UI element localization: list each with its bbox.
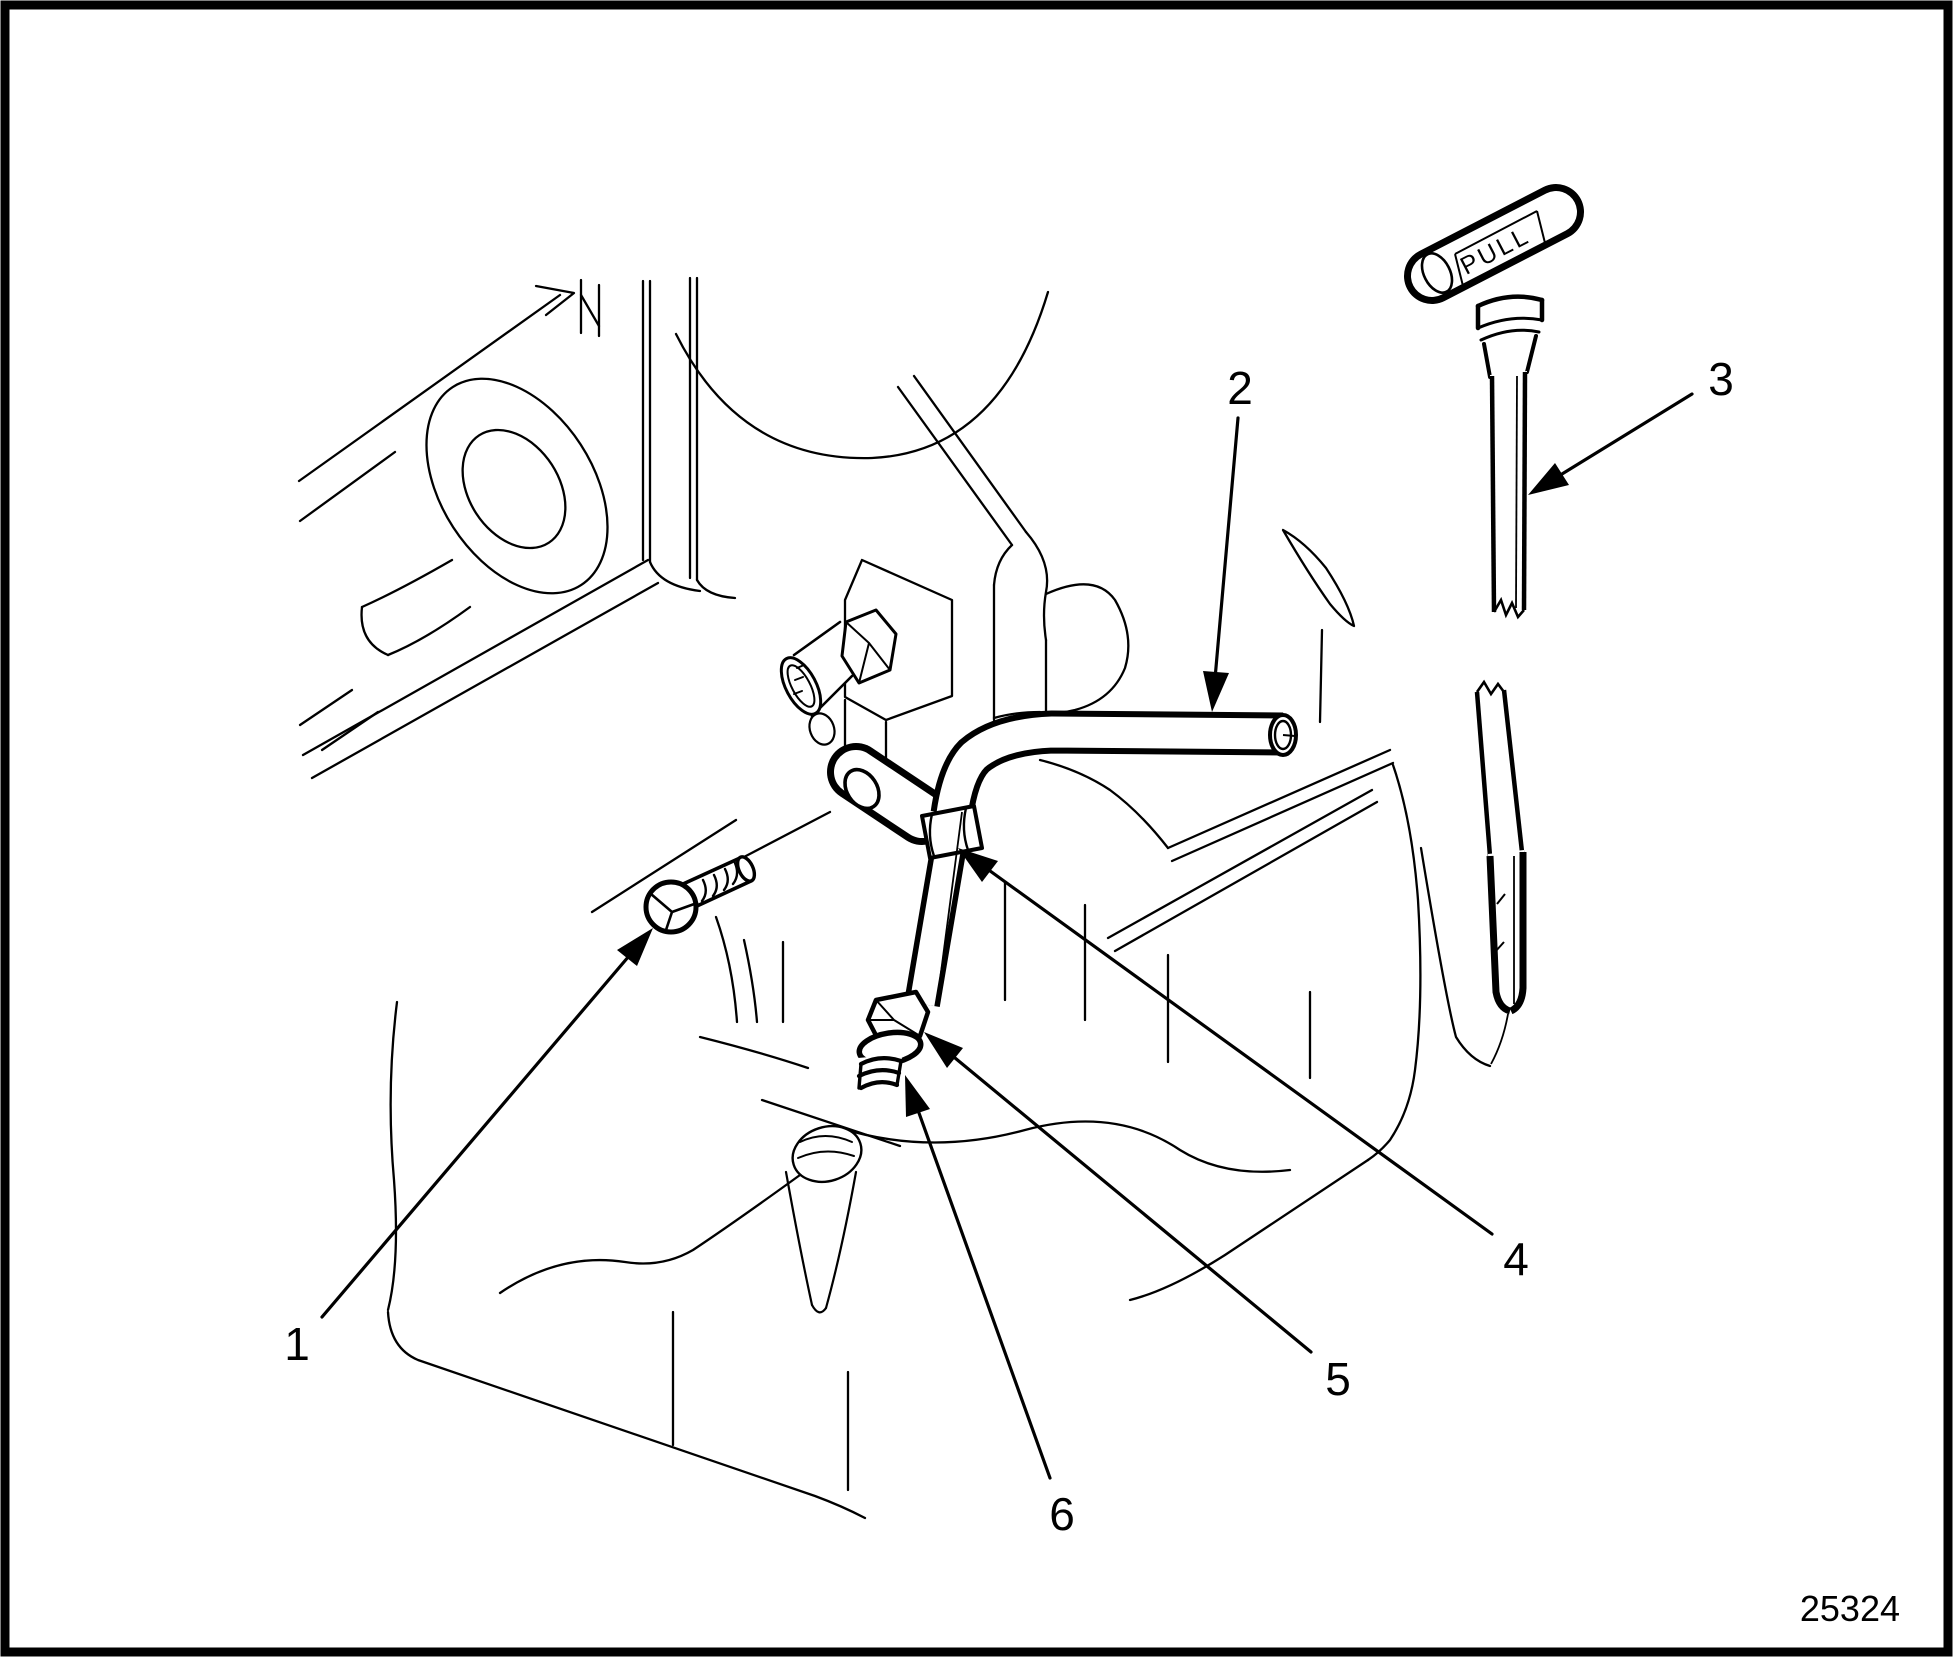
callout-2-leader bbox=[1212, 416, 1240, 692]
callout-3-arrowhead bbox=[1528, 463, 1569, 495]
bracket-hole bbox=[808, 712, 836, 746]
callout-5-arrowhead bbox=[924, 1032, 963, 1068]
retaining-bolt-part bbox=[643, 855, 757, 935]
callout-3-leader bbox=[1547, 392, 1694, 484]
tube-fitting bbox=[856, 989, 931, 1092]
bolt-threads bbox=[700, 861, 739, 903]
fitting-grommet bbox=[856, 1054, 904, 1092]
callout-2-label: 2 bbox=[1227, 362, 1253, 414]
dipstick-ferrule bbox=[1475, 294, 1545, 379]
callout-4-label: 4 bbox=[1503, 1233, 1529, 1285]
oil-drain-boss bbox=[784, 1124, 863, 1314]
callout-4-leader bbox=[984, 866, 1494, 1236]
dipstick-blade bbox=[1474, 679, 1527, 1065]
oil-level-sensor bbox=[779, 558, 954, 746]
callout-5-leader bbox=[947, 1051, 1313, 1354]
callout-1-arrowhead bbox=[617, 928, 653, 966]
callout-6-leader bbox=[917, 1111, 1052, 1480]
callout-leaders bbox=[320, 392, 1694, 1480]
tube-bracket-tab bbox=[827, 743, 951, 845]
callout-6-arrowhead bbox=[905, 1075, 930, 1117]
callout-1-label: 1 bbox=[284, 1318, 310, 1370]
callout-2-arrowhead bbox=[1203, 671, 1229, 712]
figure-number: 25324 bbox=[1800, 1588, 1900, 1629]
callout-6-label: 6 bbox=[1049, 1488, 1075, 1540]
callout-labels: 1 2 3 4 5 6 bbox=[284, 353, 1734, 1540]
tube-clamp bbox=[920, 804, 984, 860]
bracket-eye-hole bbox=[843, 767, 881, 811]
callout-5-label: 5 bbox=[1325, 1353, 1351, 1405]
callout-1-leader bbox=[320, 954, 631, 1319]
callout-4-arrowhead bbox=[958, 848, 998, 882]
dipstick-shaft-upper bbox=[1489, 371, 1528, 620]
dipstick-part: PULL bbox=[1404, 184, 1584, 1065]
bolt-head bbox=[643, 879, 699, 935]
oil-pan bbox=[386, 748, 1492, 1520]
callout-3-label: 3 bbox=[1708, 353, 1734, 405]
dipstick-handle: PULL bbox=[1404, 184, 1584, 304]
dipstick-tube-part bbox=[904, 710, 1298, 1008]
